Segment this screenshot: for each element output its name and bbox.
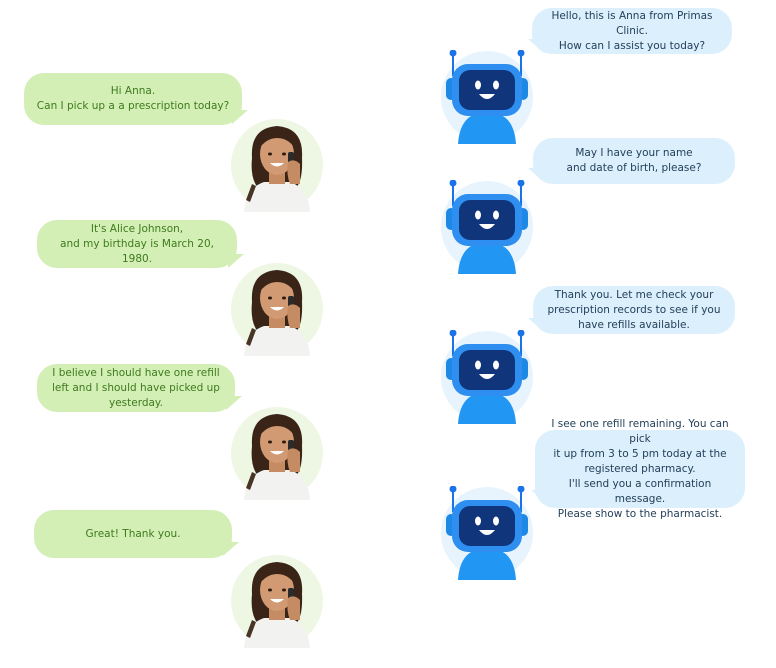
woman-on-phone-avatar: [230, 262, 324, 356]
woman-on-phone-avatar: [230, 118, 324, 212]
robot-icon: [440, 486, 534, 580]
robot-icon: [440, 330, 534, 424]
user-message-3: I believe I should have one refill left …: [37, 364, 235, 412]
bot-message-3: Thank you. Let me check your prescriptio…: [533, 286, 735, 334]
woman-on-phone-avatar: [230, 406, 324, 500]
user-message-2: It's Alice Johnson, and my birthday is M…: [37, 220, 237, 268]
user-message-1: Hi Anna. Can I pick up a a prescription …: [24, 73, 242, 125]
bot-message-1: Hello, this is Anna from Primas Clinic. …: [532, 8, 732, 54]
woman-on-phone-avatar: [230, 554, 324, 648]
bot-message-4: I see one refill remaining. You can pick…: [535, 418, 745, 520]
bot-message-2: May I have your name and date of birth, …: [533, 138, 735, 184]
robot-icon: [440, 180, 534, 274]
user-message-4: Great! Thank you.: [34, 510, 232, 558]
robot-icon: [440, 50, 534, 144]
